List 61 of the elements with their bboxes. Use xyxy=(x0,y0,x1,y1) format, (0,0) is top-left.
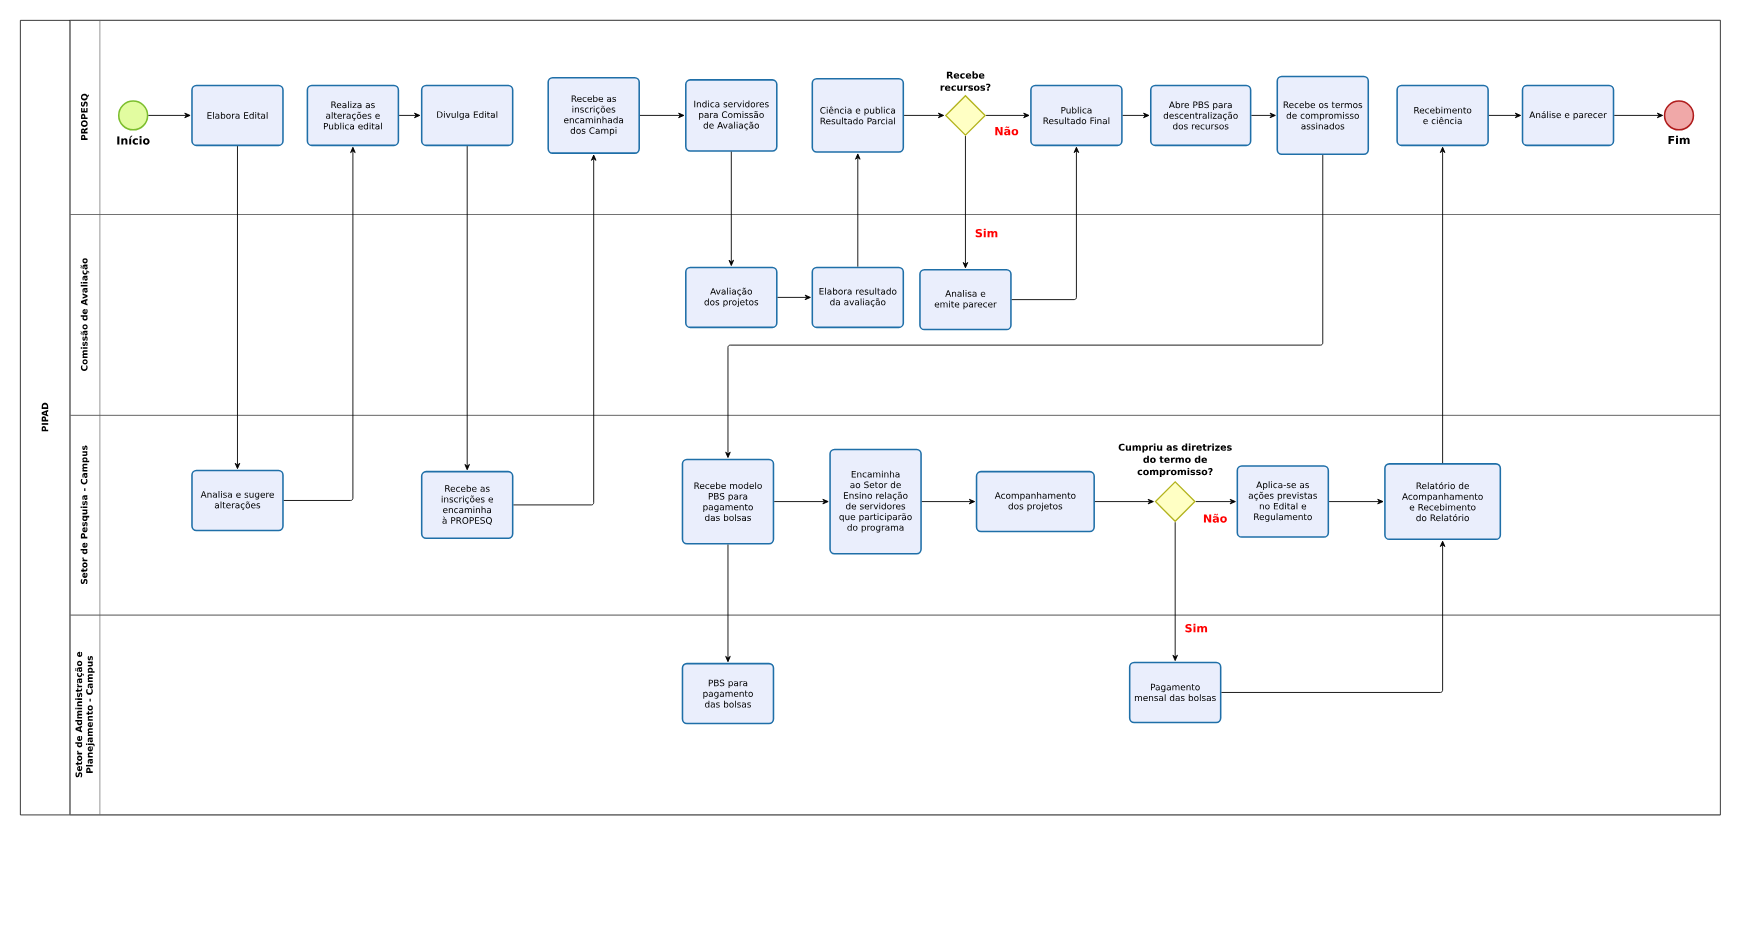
task-box: Recebimento e ciência xyxy=(1396,84,1489,147)
task-box: Indica servidores para Comissão de Avaliação xyxy=(685,79,778,152)
arrow xyxy=(639,112,685,119)
node-label: Recebe recursos? xyxy=(940,71,991,91)
task-box: Recebe as inscrições encaminhada dos Campi xyxy=(547,77,640,155)
arrow xyxy=(234,145,241,470)
task-box: Realiza as alterações e Publica edital xyxy=(306,84,400,147)
task-box: Publica Resultado Final xyxy=(1030,84,1123,147)
task-box: Divulga Edital xyxy=(420,84,514,147)
edge-label: Não xyxy=(1201,512,1229,524)
arrow xyxy=(1221,540,1446,694)
edge-label: Não xyxy=(993,125,1020,137)
start-event: Início xyxy=(117,100,150,145)
arrow xyxy=(1250,112,1276,119)
arrow xyxy=(1328,499,1384,505)
node-label: Início xyxy=(117,135,150,145)
arrow xyxy=(464,145,470,471)
arrow xyxy=(777,294,811,301)
arrow xyxy=(513,154,597,506)
arrow xyxy=(283,146,356,502)
arrow xyxy=(1094,499,1154,505)
arrow xyxy=(1439,146,1446,464)
arrow xyxy=(725,154,1324,459)
task-box: Elabora Edital xyxy=(191,84,284,147)
task-box: Acompanhamento dos projetos xyxy=(975,471,1095,533)
task-box: Analisa e emite parecer xyxy=(919,269,1012,331)
arrow xyxy=(725,544,731,663)
arrow xyxy=(1011,146,1080,301)
task-box: Avaliação dos projetos xyxy=(685,266,778,329)
node-label: Cumpriu as diretrizes do termo de compromisso? xyxy=(1118,443,1232,478)
task-box: PBS para pagamento das bolsas xyxy=(681,662,775,725)
task-box: Aplica-se as ações previstas no Edital e Regulamento xyxy=(1236,465,1330,538)
task-box: Analisa e sugere alterações xyxy=(191,469,284,532)
arrow xyxy=(1488,112,1522,119)
arrow xyxy=(1122,112,1150,119)
task-box: Abre PBS para descentralização dos recursos xyxy=(1150,84,1252,147)
task-box: Recebe as inscrições e encaminha à PROPESQ xyxy=(420,471,514,540)
task-box: Encaminha ao Setor de Ensino relação de servidores que participarão do programa xyxy=(829,448,922,555)
arrow xyxy=(398,112,421,119)
arrow xyxy=(1613,112,1664,119)
arrow xyxy=(773,499,829,505)
arrow xyxy=(1172,521,1178,662)
task-box: Elabora resultado da avaliação xyxy=(811,266,905,329)
task-box: Relatório de Acompanhamento e Recebimento do Relatório xyxy=(1384,463,1502,541)
arrow xyxy=(962,135,969,269)
arrow xyxy=(147,112,191,119)
arrow xyxy=(985,112,1030,119)
task-box: Ciência e publica Resultado Parcial xyxy=(811,78,905,153)
node-label: Fim xyxy=(1668,135,1690,145)
task-box: Recebe modelo PBS para pagamento das bolsas xyxy=(681,458,775,545)
edge-label: Sim xyxy=(1183,622,1210,634)
task-box: Recebe os termos de compromisso assinados xyxy=(1276,75,1370,156)
arrow xyxy=(921,499,976,505)
arrow xyxy=(855,153,861,268)
arrow xyxy=(728,151,735,267)
task-box: Pagamento mensal das bolsas xyxy=(1128,661,1222,724)
task-box: Análise e parecer xyxy=(1521,84,1615,147)
edge-label: Sim xyxy=(973,227,1000,239)
arrow xyxy=(903,112,945,119)
arrow xyxy=(1195,499,1236,505)
end-event: Fim xyxy=(1663,100,1695,145)
